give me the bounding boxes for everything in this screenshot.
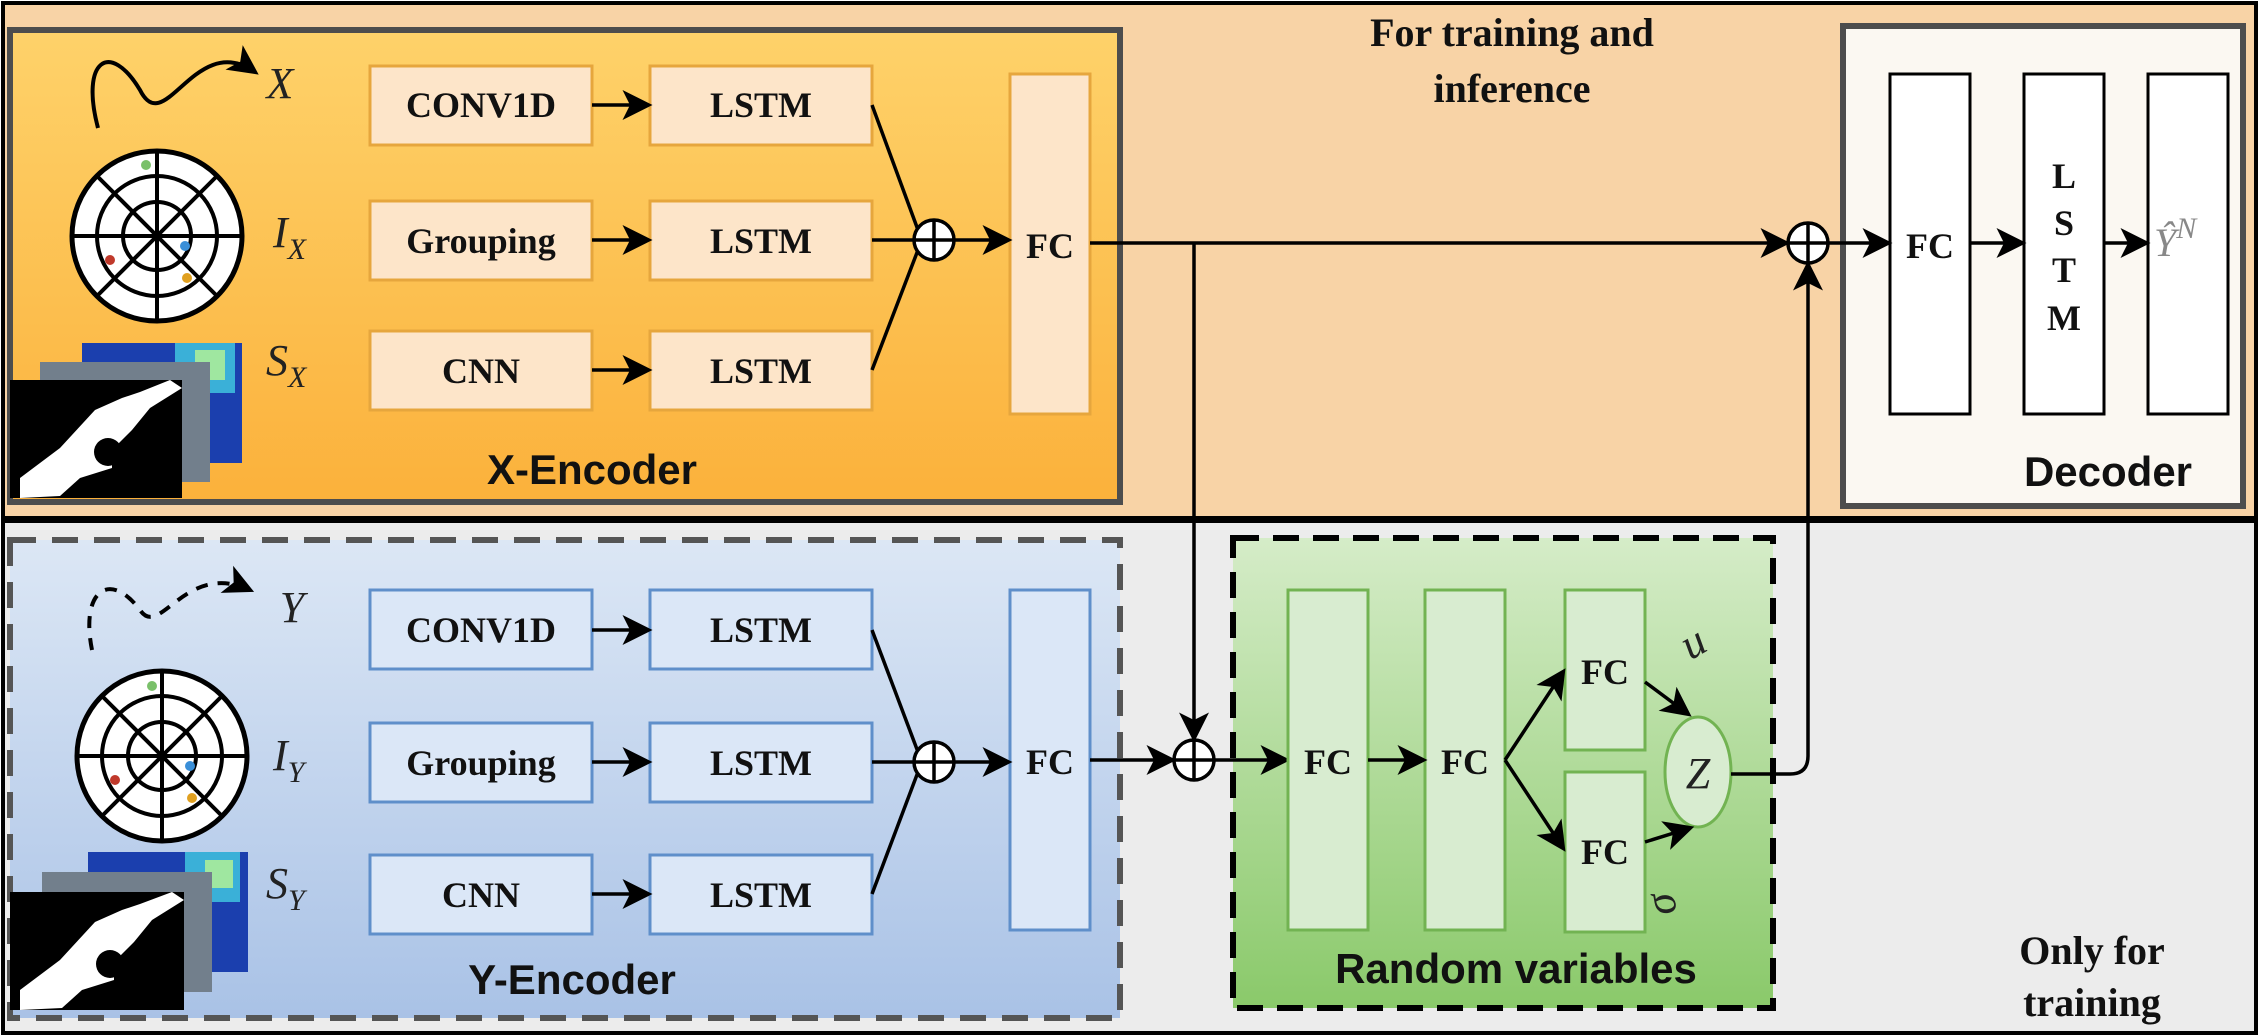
random-variables-title: Random variables bbox=[1335, 945, 1697, 992]
y-encoder-title: Y-Encoder bbox=[468, 956, 676, 1003]
y-trajectory-icon bbox=[87, 565, 255, 651]
note-top-line2: inference bbox=[1434, 66, 1591, 111]
x-lstm-bottom-box bbox=[648, 329, 874, 412]
x-cnn-box bbox=[368, 329, 594, 412]
rv-fc-sigma-box bbox=[1563, 770, 1647, 934]
x-conv1d-box bbox=[368, 64, 594, 147]
y-grouping-label: Grouping bbox=[406, 743, 555, 783]
x-cnn-label: CNN bbox=[442, 351, 520, 391]
y-lstm-bottom-label: LSTM bbox=[710, 875, 812, 915]
rv-fc-1-box bbox=[1286, 588, 1370, 932]
y-sum-node bbox=[912, 740, 956, 784]
rv-fc-sigma-label: FC bbox=[1581, 832, 1629, 872]
decoder-sum-node bbox=[1786, 221, 1830, 265]
x-sum-node bbox=[912, 218, 956, 262]
y-conv1d-label: CONV1D bbox=[406, 610, 556, 650]
y-occupancy-grid-icon bbox=[74, 668, 250, 844]
x-encoder-title: X-Encoder bbox=[487, 446, 697, 493]
y-trajectory-symbol: Y bbox=[280, 583, 309, 632]
x-scene-symbol: SX bbox=[266, 336, 308, 394]
y-lstm-top-label: LSTM bbox=[710, 610, 812, 650]
x-lstm-bottom-label: LSTM bbox=[710, 351, 812, 391]
y-occupancy-symbol: IY bbox=[272, 731, 308, 789]
rv-fc-1-label: FC bbox=[1304, 742, 1352, 782]
x-lstm-top-label: LSTM bbox=[710, 85, 812, 125]
latent-z-node bbox=[1663, 715, 1733, 829]
y-scene-symbol: SY bbox=[266, 859, 308, 917]
y-lstm-mid-label: LSTM bbox=[710, 743, 812, 783]
decoder-title: Decoder bbox=[2024, 448, 2192, 495]
y-cnn-label: CNN bbox=[442, 875, 520, 915]
x-scene-image-icon bbox=[10, 343, 242, 498]
rv-fc-mu-box bbox=[1563, 588, 1647, 752]
x-fc-label: FC bbox=[1026, 226, 1074, 266]
x-occupancy-grid-icon bbox=[69, 148, 245, 324]
x-grouping-box bbox=[368, 199, 594, 282]
concat-sum-node bbox=[1172, 738, 1216, 782]
decoder-output-symbol: ŶN bbox=[2154, 212, 2198, 265]
rv-fc-2-label: FC bbox=[1441, 742, 1489, 782]
note-top-line1: For training and bbox=[1370, 10, 1654, 55]
decoder-lstm-box bbox=[2022, 72, 2106, 416]
note-bottom-line1: Only for bbox=[2019, 928, 2165, 973]
x-trajectory-icon bbox=[90, 45, 259, 129]
x-conv1d-label: CONV1D bbox=[406, 85, 556, 125]
decoder-lstm-letter-l: L bbox=[2052, 156, 2076, 196]
y-scene-image-icon bbox=[10, 852, 248, 1010]
x-grouping-label: Grouping bbox=[406, 221, 555, 261]
y-fc-label: FC bbox=[1026, 742, 1074, 782]
latent-z-symbol: Z bbox=[1686, 749, 1711, 798]
note-bottom-line2: training bbox=[2023, 980, 2161, 1025]
x-lstm-mid-label: LSTM bbox=[710, 221, 812, 261]
x-fc-box bbox=[1008, 72, 1092, 416]
decoder-lstm-letter-m: M bbox=[2047, 298, 2081, 338]
x-occupancy-symbol: IX bbox=[272, 208, 308, 266]
y-cnn-box bbox=[368, 853, 594, 936]
decoder-lstm-letter-s: S bbox=[2054, 203, 2074, 243]
rv-fc-2-box bbox=[1423, 588, 1507, 932]
rv-fc-mu-label: FC bbox=[1581, 652, 1629, 692]
decoder-lstm-letter-t: T bbox=[2052, 250, 2076, 290]
decoder-fc-label: FC bbox=[1906, 226, 1954, 266]
decoder-output-box bbox=[2146, 72, 2230, 416]
y-grouping-box bbox=[368, 721, 594, 804]
x-trajectory-symbol: X bbox=[265, 59, 296, 108]
